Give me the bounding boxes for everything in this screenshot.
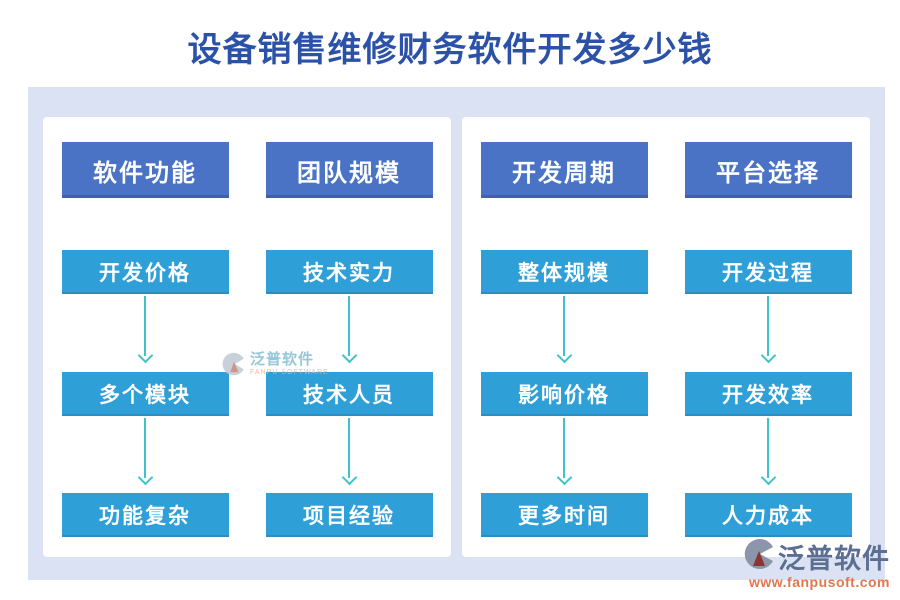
arrow-head-icon bbox=[760, 469, 777, 486]
watermark-subtext: FANPU SOFTWARE bbox=[250, 369, 329, 376]
fanpu-logo-url: www.fanpusoft.com bbox=[749, 574, 890, 590]
item-box: 影响价格 bbox=[480, 372, 648, 416]
watermark-name: 泛普软件 bbox=[250, 351, 315, 368]
arrow-down-connector bbox=[137, 416, 154, 493]
arrow-down-connector bbox=[341, 416, 358, 493]
item-box: 整体规模 bbox=[480, 250, 648, 294]
item-box: 技术人员 bbox=[265, 372, 433, 416]
header-box: 平台选择 bbox=[684, 142, 852, 198]
item-box: 开发价格 bbox=[61, 250, 229, 294]
arrow-head-icon bbox=[341, 469, 358, 486]
flow-column: 平台选择 开发过程 开发效率 人力成本 bbox=[684, 142, 852, 557]
item-box: 更多时间 bbox=[480, 493, 648, 537]
item-box: 技术实力 bbox=[265, 250, 433, 294]
header-box: 开发周期 bbox=[480, 142, 648, 198]
item-box: 多个模块 bbox=[61, 372, 229, 416]
arrow-head-icon bbox=[556, 469, 573, 486]
page-title: 设备销售维修财务软件开发多少钱 bbox=[187, 31, 713, 69]
arrow-down-connector bbox=[760, 294, 777, 372]
watermark-logo-icon bbox=[222, 352, 246, 381]
arrow-down-connector bbox=[137, 294, 154, 372]
item-box: 功能复杂 bbox=[61, 493, 229, 537]
arrow-down-connector bbox=[760, 416, 777, 493]
panel-card-left: 软件功能 开发价格 多个模块 功能复杂 团队规模 技术实力 技术人员 项目经验 bbox=[43, 117, 451, 557]
item-box: 开发过程 bbox=[684, 250, 852, 294]
arrow-down-connector bbox=[556, 416, 573, 493]
header-box: 团队规模 bbox=[265, 142, 433, 198]
diagram-band: 软件功能 开发价格 多个模块 功能复杂 团队规模 技术实力 技术人员 项目经验 bbox=[28, 87, 885, 580]
item-box: 开发效率 bbox=[684, 372, 852, 416]
arrow-head-icon bbox=[137, 469, 154, 486]
arrow-head-icon bbox=[556, 347, 573, 364]
arrow-down-connector bbox=[341, 294, 358, 372]
fanpu-logo-icon bbox=[743, 538, 775, 575]
flow-column: 软件功能 开发价格 多个模块 功能复杂 bbox=[61, 142, 229, 557]
flow-column: 开发周期 整体规模 影响价格 更多时间 bbox=[480, 142, 648, 557]
flow-column: 团队规模 技术实力 技术人员 项目经验 bbox=[265, 142, 433, 557]
header-box: 软件功能 bbox=[61, 142, 229, 198]
panel-card-right: 开发周期 整体规模 影响价格 更多时间 平台选择 开发过程 开发效率 人力成本 bbox=[462, 117, 870, 557]
arrow-down-connector bbox=[556, 294, 573, 372]
arrow-head-icon bbox=[341, 347, 358, 364]
fanpu-logo-text: 泛普软件 bbox=[778, 544, 890, 574]
arrow-head-icon bbox=[137, 347, 154, 364]
arrow-head-icon bbox=[760, 347, 777, 364]
item-box: 项目经验 bbox=[265, 493, 433, 537]
item-box: 人力成本 bbox=[684, 493, 852, 537]
watermark: 泛普软件 FANPU SOFTWARE bbox=[222, 352, 329, 381]
footer-logo: 泛普软件 www.fanpusoft.com bbox=[743, 537, 890, 590]
